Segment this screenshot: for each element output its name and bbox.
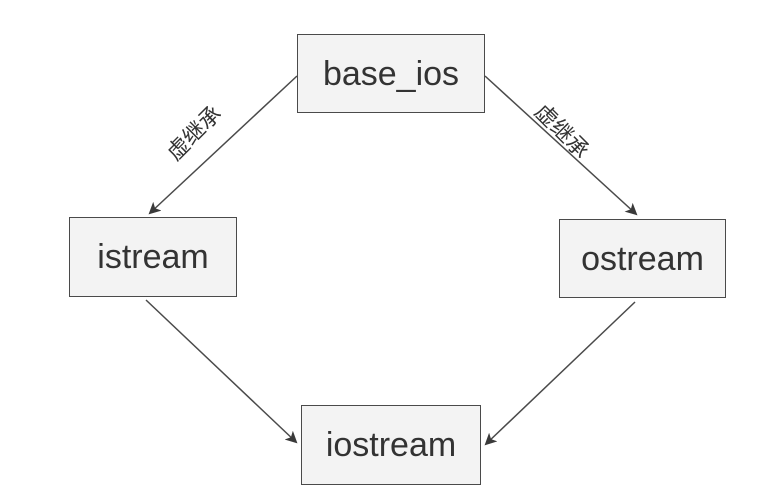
node-iostream-label: iostream [325, 426, 457, 464]
node-ostream-label: ostream [581, 239, 704, 278]
node-ostream: ostream [559, 219, 726, 298]
node-base-ios: base_ios [297, 34, 485, 113]
node-iostream: iostream [301, 405, 481, 485]
node-istream: istream [69, 217, 237, 297]
edge-base-to-istream [148, 75, 298, 215]
node-base-ios-label: base_ios [322, 54, 460, 93]
edge-ostream-to-iostream [484, 301, 636, 446]
node-istream-label: istream [97, 238, 209, 276]
edge-base-to-ostream [484, 75, 638, 216]
edge-istream-to-iostream [145, 299, 298, 444]
